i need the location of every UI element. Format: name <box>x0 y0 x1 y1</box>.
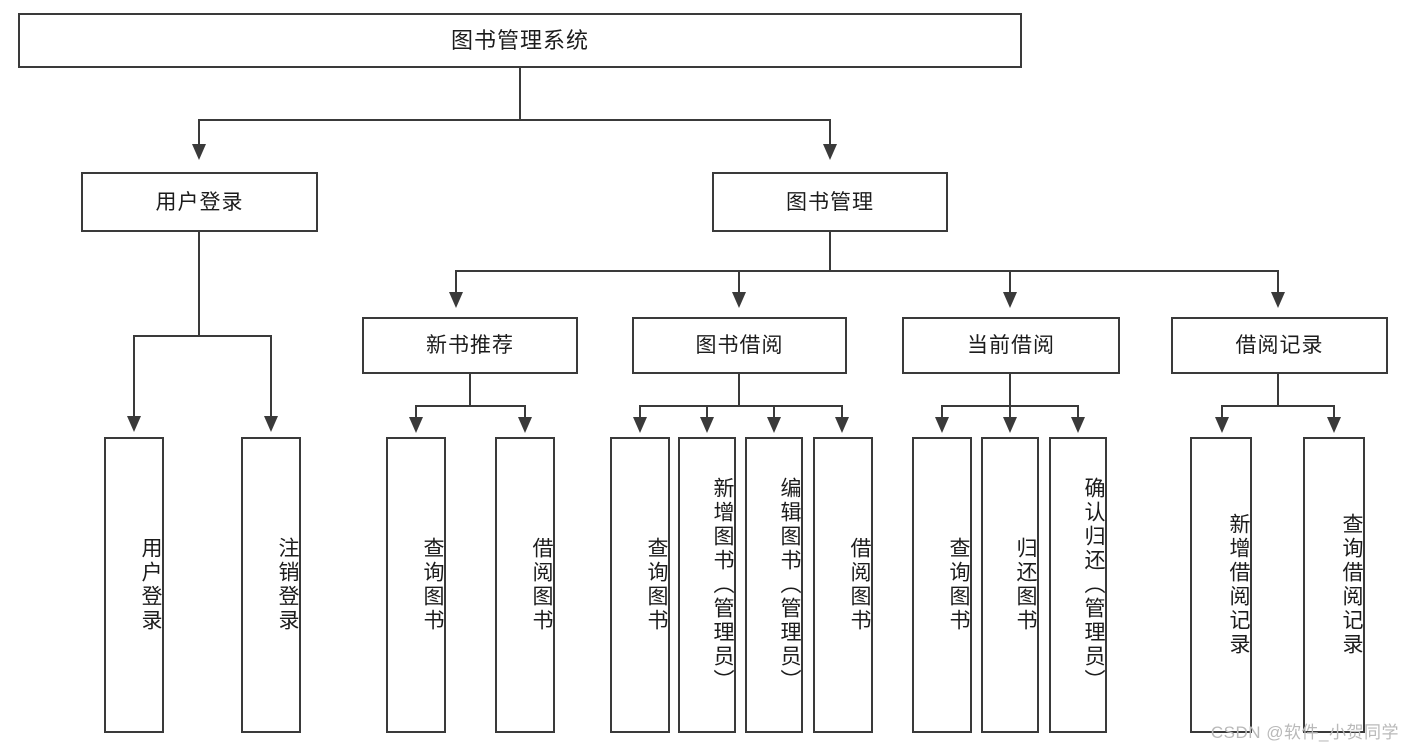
connector-user-login-stem <box>198 232 200 336</box>
connector-user-login-bus <box>133 335 272 337</box>
arrowhead-user-login-leaf-2 <box>264 416 278 432</box>
connector-cb-drop-1 <box>941 405 943 417</box>
node-label: 查询图书 <box>947 537 970 633</box>
node-label: 归还图书 <box>1014 537 1037 633</box>
leaf-user-login-1[interactable]: 用户登录 <box>104 437 164 733</box>
connector-br-bus <box>1221 405 1335 407</box>
arrowhead-cb-leaf-1 <box>935 417 949 433</box>
leaf-current-borrow-2[interactable]: 归还图书 <box>981 437 1039 733</box>
node-label: 图书管理系统 <box>450 27 589 53</box>
connector-book-management-bus <box>455 270 1278 272</box>
leaf-book-borrow-3[interactable]: 编辑图书（管理员） <box>745 437 803 733</box>
leaf-user-login-2[interactable]: 注销登录 <box>241 437 301 733</box>
arrowhead-bb-leaf-4 <box>835 417 849 433</box>
node-label: 编辑图书（管理员） <box>778 477 801 693</box>
node-label: 新增图书（管理员） <box>711 477 734 693</box>
arrowhead-to-user-login <box>192 144 206 160</box>
connector-bb-drop-1 <box>639 405 641 417</box>
node-label: 图书借阅 <box>695 334 784 357</box>
arrowhead-bb-leaf-3 <box>767 417 781 433</box>
node-label: 当前借阅 <box>967 334 1055 357</box>
connector-root-bus <box>198 119 831 121</box>
connector-bb-drop-3 <box>773 405 775 417</box>
leaf-book-borrow-4[interactable]: 借阅图书 <box>813 437 873 733</box>
connector-cb-stem <box>1009 374 1011 406</box>
node-label: 查询借阅记录 <box>1340 513 1363 657</box>
arrowhead-cb-leaf-2 <box>1003 417 1017 433</box>
arrowhead-to-book-management <box>823 144 837 160</box>
node-label: 借阅记录 <box>1235 334 1324 357</box>
node-label: 借阅图书 <box>848 537 871 633</box>
connector-nbr-drop-2 <box>524 405 526 417</box>
connector-cb-drop-2 <box>1009 405 1011 417</box>
node-label: 用户登录 <box>155 190 244 214</box>
node-book-management[interactable]: 图书管理 <box>712 172 948 232</box>
leaf-current-borrow-3[interactable]: 确认归还（管理员） <box>1049 437 1107 733</box>
leaf-book-borrow-2[interactable]: 新增图书（管理员） <box>678 437 736 733</box>
leaf-borrow-record-1[interactable]: 新增借阅记录 <box>1190 437 1252 733</box>
connector-nbr-drop-1 <box>415 405 417 417</box>
node-label: 注销登录 <box>276 537 299 633</box>
arrowhead-to-new-book-recommend <box>449 292 463 308</box>
leaf-borrow-record-2[interactable]: 查询借阅记录 <box>1303 437 1365 733</box>
connector-bm-drop-2 <box>738 270 740 292</box>
connector-root-drop-right <box>829 119 831 144</box>
node-label: 查询图书 <box>421 537 444 633</box>
arrowhead-to-borrow-record <box>1271 292 1285 308</box>
arrowhead-user-login-leaf-1 <box>127 416 141 432</box>
connector-user-login-drop-1 <box>133 335 135 416</box>
arrowhead-bb-leaf-1 <box>633 417 647 433</box>
arrowhead-nbr-leaf-2 <box>518 417 532 433</box>
leaf-book-borrow-1[interactable]: 查询图书 <box>610 437 670 733</box>
connector-bb-drop-4 <box>841 405 843 417</box>
connector-root-drop-left <box>198 119 200 144</box>
leaf-new-book-recommend-2[interactable]: 借阅图书 <box>495 437 555 733</box>
node-label: 借阅图书 <box>530 537 553 633</box>
connector-cb-drop-3 <box>1077 405 1079 417</box>
node-label: 新书推荐 <box>426 334 514 357</box>
node-current-borrow[interactable]: 当前借阅 <box>902 317 1120 374</box>
node-new-book-recommend[interactable]: 新书推荐 <box>362 317 578 374</box>
connector-bb-drop-2 <box>706 405 708 417</box>
connector-book-management-stem <box>829 232 831 271</box>
connector-bm-drop-3 <box>1009 270 1011 292</box>
node-label: 用户登录 <box>139 537 162 633</box>
leaf-current-borrow-1[interactable]: 查询图书 <box>912 437 972 733</box>
arrowhead-bb-leaf-2 <box>700 417 714 433</box>
node-label: 查询图书 <box>645 537 668 633</box>
connector-bm-drop-1 <box>455 270 457 292</box>
arrowhead-to-current-borrow <box>1003 292 1017 308</box>
connector-root-stem <box>519 68 521 120</box>
node-user-login[interactable]: 用户登录 <box>81 172 318 232</box>
connector-bb-stem <box>738 374 740 406</box>
leaf-new-book-recommend-1[interactable]: 查询图书 <box>386 437 446 733</box>
connector-nbr-bus <box>415 405 526 407</box>
arrowhead-br-leaf-1 <box>1215 417 1229 433</box>
arrowhead-br-leaf-2 <box>1327 417 1341 433</box>
arrowhead-to-book-borrow <box>732 292 746 308</box>
node-borrow-record[interactable]: 借阅记录 <box>1171 317 1388 374</box>
connector-br-stem <box>1277 374 1279 406</box>
node-book-borrow[interactable]: 图书借阅 <box>632 317 847 374</box>
connector-user-login-drop-2 <box>270 335 272 416</box>
node-root-book-management-system[interactable]: 图书管理系统 <box>18 13 1022 68</box>
connector-nbr-stem <box>469 374 471 406</box>
connector-br-drop-1 <box>1221 405 1223 417</box>
arrowhead-cb-leaf-3 <box>1071 417 1085 433</box>
connector-bm-drop-4 <box>1277 270 1279 292</box>
node-label: 新增借阅记录 <box>1227 513 1250 657</box>
arrowhead-nbr-leaf-1 <box>409 417 423 433</box>
node-label: 确认归还（管理员） <box>1082 477 1105 693</box>
node-label: 图书管理 <box>786 190 874 214</box>
connector-br-drop-2 <box>1333 405 1335 417</box>
connector-bb-bus <box>639 405 843 407</box>
